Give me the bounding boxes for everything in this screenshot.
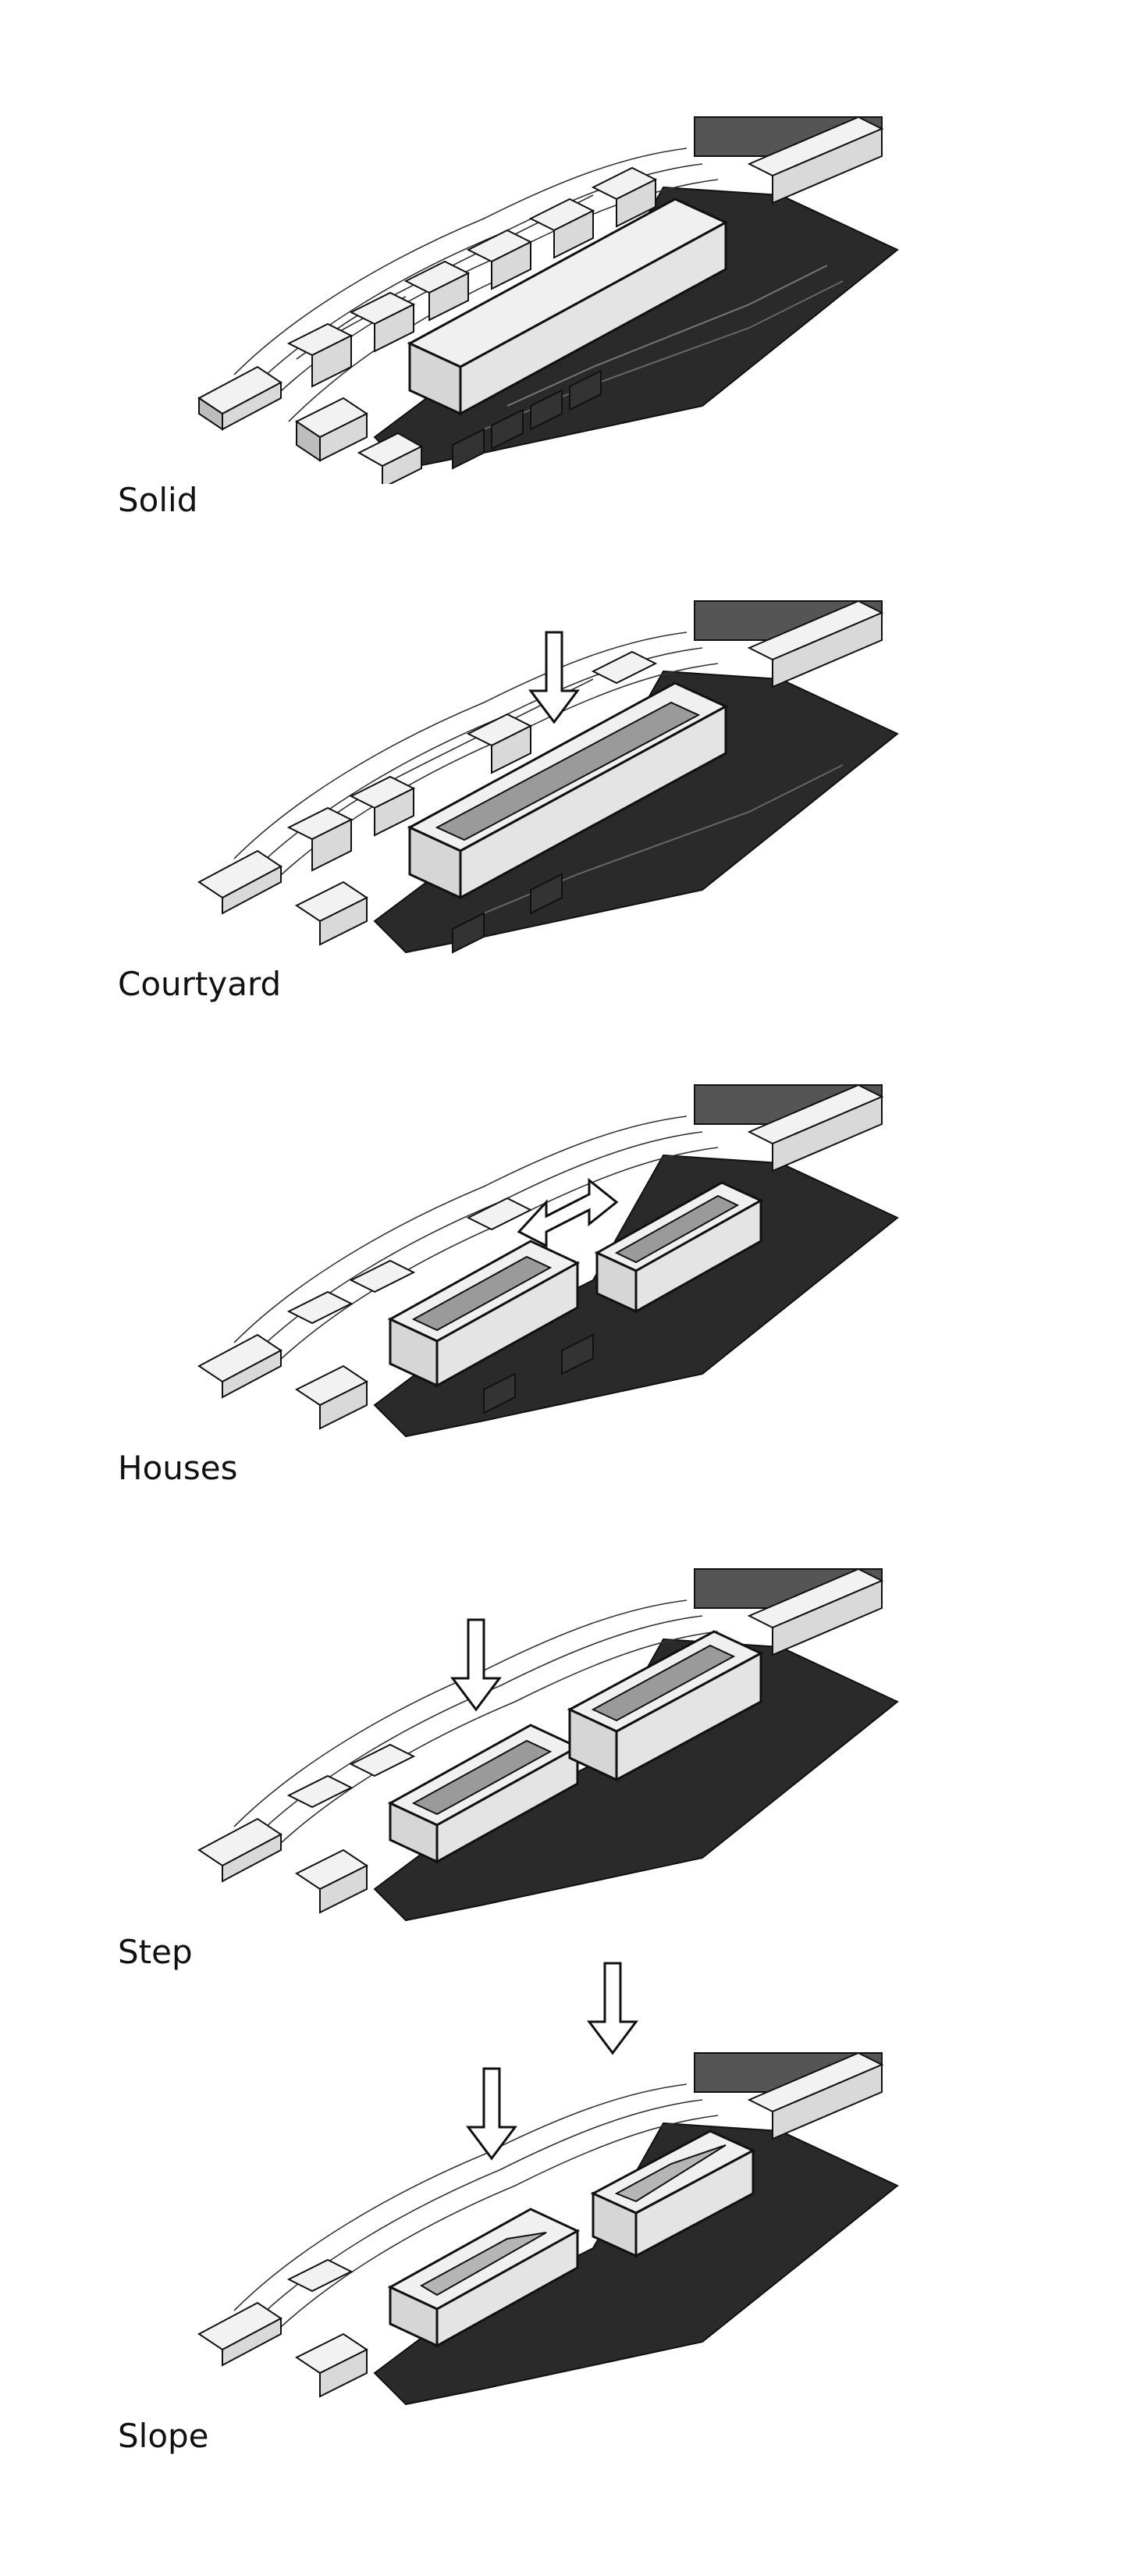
down-arrow-icon [587,1962,638,2055]
existing-buildings [197,2051,884,2398]
proposed-mass-solid [407,197,729,416]
proposed-mass-sloped-east [590,2129,756,2258]
existing-buildings [197,116,884,484]
down-arrow-icon [450,1618,502,1712]
diagram-panel-slope: Slope [0,1936,1130,2453]
site-axonometric [197,116,899,484]
panel-caption: Solid [118,481,198,519]
existing-buildings [197,1083,884,1430]
proposed-mass-house-east [594,1181,764,1314]
panel-caption: Slope [118,2417,209,2455]
panel-caption: Step [118,1933,193,1971]
proposed-mass-house-west [387,1724,581,1864]
diagram-panel-courtyard: Courtyard [0,484,1130,1001]
panel-caption: Houses [118,1449,238,1487]
existing-buildings [197,1567,884,1914]
down-arrow-icon [466,2067,517,2161]
site-axonometric [197,1083,899,1438]
existing-buildings [197,600,884,954]
proposed-mass-courtyard [407,681,729,900]
diagram-panel-step: Step [0,1452,1130,1969]
site-axonometric [197,1567,899,1922]
site-axonometric [197,600,899,954]
down-arrow-icon [528,631,580,724]
proposed-mass-house-west [387,1240,581,1388]
proposed-mass-house-east [567,1630,764,1782]
diagram-panel-houses: Houses [0,968,1130,1485]
site-axonometric [197,1962,899,2406]
panel-caption: Courtyard [118,965,282,1003]
diagram-panel-solid: Solid [0,0,1130,517]
proposed-mass-sloped-west [387,2208,581,2348]
double-arrow-icon [517,1177,619,1248]
